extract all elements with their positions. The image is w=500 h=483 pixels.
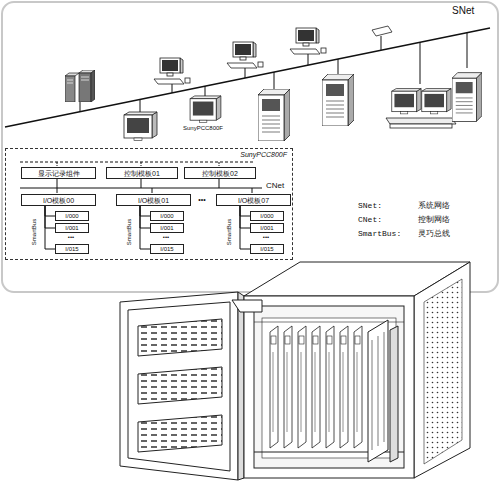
io-point-box: I/000 (150, 211, 184, 221)
box-label: I/015 (65, 246, 78, 252)
box-label: I/015 (160, 246, 173, 252)
panel-frame (2, 2, 498, 292)
box-label: I/O模板01 (138, 197, 169, 204)
box-label: I/000 (260, 213, 273, 219)
box-label: I/O模板07 (238, 197, 269, 204)
network-name: SNet (452, 6, 474, 16)
bus-connector (240, 206, 250, 228)
ellipsis: ••• (263, 234, 269, 240)
box-label: I/000 (65, 213, 78, 219)
box-label: I/000 (160, 213, 173, 219)
io-module-box: I/O模板00 (21, 194, 96, 206)
io-module-box: I/O模板07 (216, 194, 291, 206)
box-label: 控制模板01 (124, 170, 160, 177)
ellipsis: ••• (198, 196, 205, 203)
ellipsis: ••• (68, 234, 74, 240)
keyboard-icon (372, 26, 392, 36)
group-title: SunyPCC800F (240, 151, 287, 158)
workstation-icon (154, 58, 190, 84)
box-label: I/001 (260, 225, 273, 231)
ellipsis: ••• (163, 234, 169, 240)
control-cabinet-icon (258, 89, 290, 141)
module-box: 显示记录组件 (21, 167, 96, 179)
io-point-box: I/015 (150, 244, 184, 254)
legend-text: 灵巧总线 (418, 230, 450, 238)
box-label: 控制模板02 (202, 170, 238, 177)
bus-connector (140, 206, 150, 249)
bus-name: SmartBus (226, 219, 232, 245)
control-cabinet-icon (322, 74, 354, 126)
operator-station-icon (124, 112, 157, 141)
device-name: SunyPCC800F (183, 125, 223, 131)
bus-name: SmartBus (31, 219, 37, 245)
legend-key: SNet: (358, 202, 382, 210)
module-box: 控制模板02 (184, 167, 256, 179)
bus-connector (45, 206, 55, 228)
server-icon (65, 70, 95, 102)
legend-text: 系统网络 (418, 202, 450, 210)
box-label: 显示记录组件 (38, 170, 80, 177)
bus-connector (140, 206, 150, 228)
io-point-box: I/000 (250, 211, 284, 221)
legend-key: SmartBus: (358, 230, 401, 238)
io-point-box: I/001 (150, 223, 184, 233)
workstation-icon (227, 42, 263, 68)
workstation-icon (290, 28, 326, 54)
controller-group: SunyPCC800F 显示记录组件 控制模板01 控制模板02I/O模板00I/00… (5, 148, 293, 260)
box-label: I/001 (160, 225, 173, 231)
io-module-box: I/O模板01 (116, 194, 191, 206)
cabinet-drawing (120, 262, 470, 480)
console-icon (386, 73, 482, 128)
bus-connector (240, 206, 250, 216)
legend-text: 控制网络 (418, 216, 450, 224)
bus-connector (240, 206, 250, 249)
network-name: CNet (266, 182, 284, 190)
io-point-box: I/015 (55, 244, 89, 254)
io-point-box: I/015 (250, 244, 284, 254)
io-point-box: I/001 (55, 223, 89, 233)
box-label: I/015 (260, 246, 273, 252)
box-label: I/001 (65, 225, 78, 231)
snet-line (5, 28, 490, 127)
bus-name: SmartBus (126, 219, 132, 245)
operator-station-icon (190, 96, 221, 123)
cnet-bus (20, 162, 262, 193)
bus-connector (45, 206, 55, 249)
module-box: 控制模板01 (106, 167, 178, 179)
legend-key: CNet: (358, 216, 382, 224)
bus-connector (45, 206, 55, 216)
io-point-box: I/000 (55, 211, 89, 221)
io-point-box: I/001 (250, 223, 284, 233)
bus-connector (140, 206, 150, 216)
box-label: I/O模板00 (43, 197, 74, 204)
